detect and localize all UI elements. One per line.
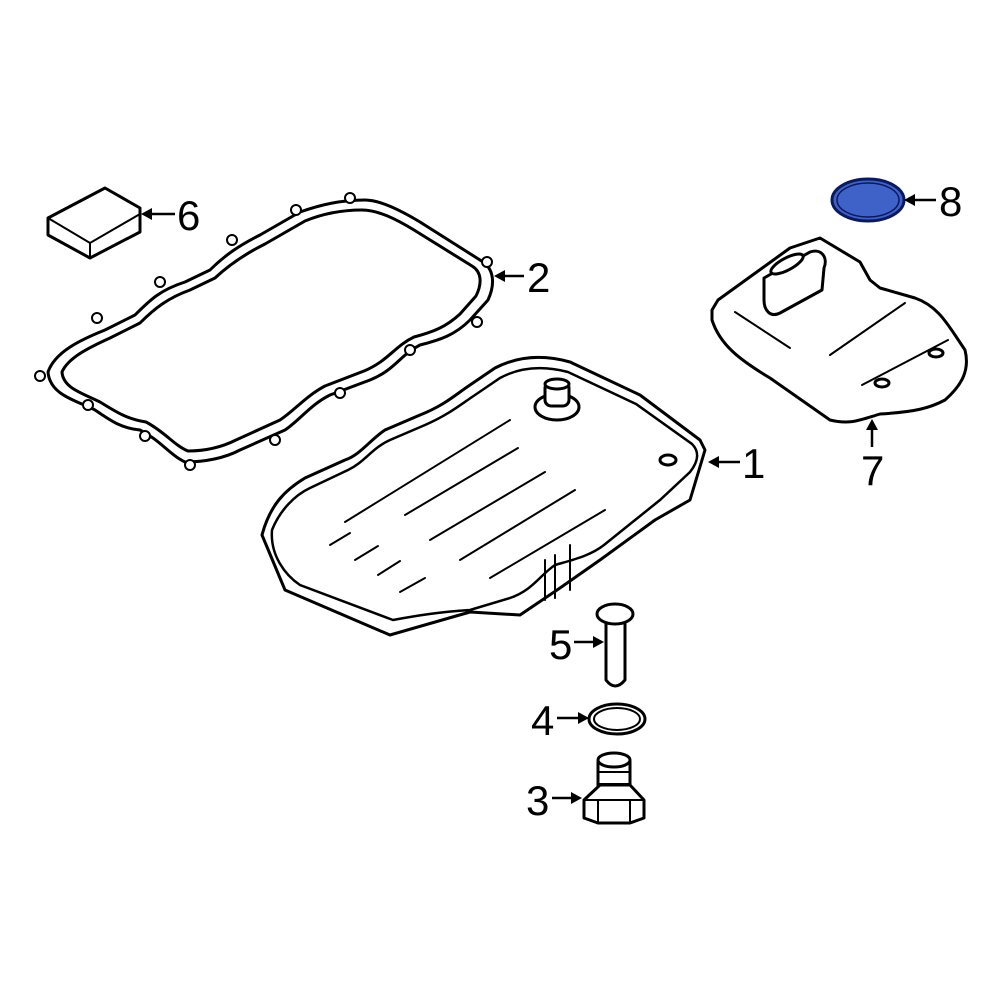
part-6-block[interactable]: [46, 186, 142, 260]
callout-8: 8: [939, 178, 963, 225]
part-7-filter[interactable]: [710, 236, 968, 424]
part-8-seal-highlighted[interactable]: [830, 177, 906, 223]
callout-arrows: [141, 194, 936, 804]
part-4-o-ring[interactable]: [587, 702, 647, 736]
part-1-oil-pan[interactable]: [260, 355, 707, 637]
part-5-tube[interactable]: [595, 602, 635, 688]
part-3-drain-plug[interactable]: [582, 751, 646, 825]
callout-3: 3: [526, 777, 550, 824]
callout-2: 2: [527, 254, 551, 301]
callout-7: 7: [861, 447, 885, 494]
callout-6: 6: [177, 192, 201, 239]
callout-5: 5: [549, 621, 573, 668]
callout-4: 4: [531, 697, 555, 744]
callout-1: 1: [742, 440, 766, 487]
part-2-gasket[interactable]: [34, 192, 494, 471]
